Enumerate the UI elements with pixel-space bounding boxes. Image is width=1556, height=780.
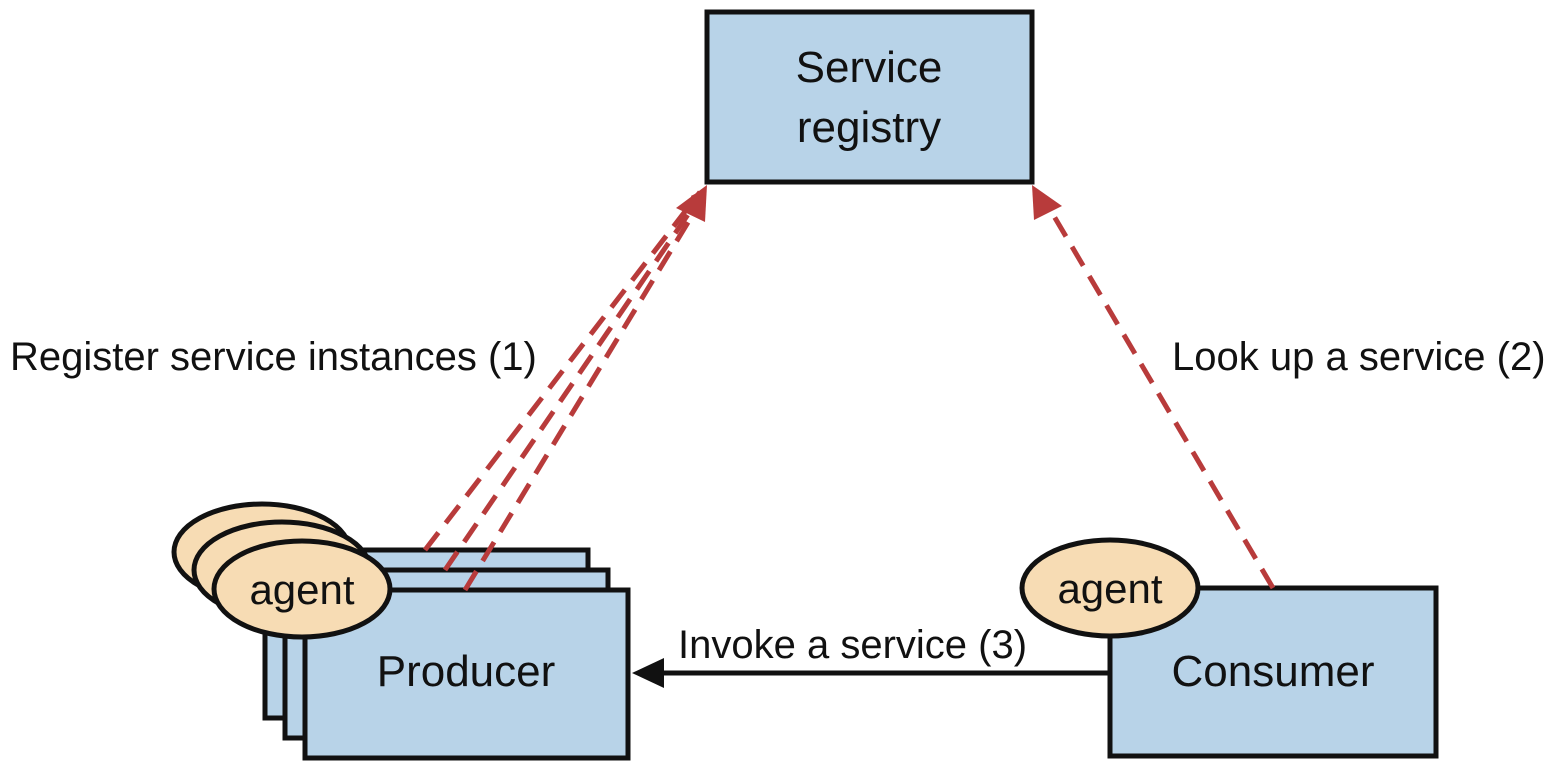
invoke-arrowhead <box>632 658 664 688</box>
invoke-arrow-group <box>632 658 1110 688</box>
register-arrowhead <box>676 185 707 222</box>
register-arrow-1 <box>423 190 702 552</box>
consumer-agent: agent <box>1019 537 1201 639</box>
register-label: Register service instances (1) <box>10 335 537 379</box>
lookup-label: Look up a service (2) <box>1172 335 1546 379</box>
consumer-label: Consumer <box>1172 647 1375 696</box>
consumer-agent-ellipse <box>1019 537 1201 639</box>
lookup-arrow <box>1045 204 1276 590</box>
service-registry-box <box>704 9 1035 185</box>
invoke-label: Invoke a service (3) <box>678 623 1027 667</box>
producer-agent-label: agent <box>249 566 354 613</box>
producer-agent-front <box>211 538 393 640</box>
service-registry-label-line1: Service <box>796 43 943 92</box>
producer-label: Producer <box>377 647 556 696</box>
register-arrow-2 <box>442 192 705 572</box>
producer-agents: agent <box>171 501 393 640</box>
register-arrows <box>423 185 707 592</box>
consumer-agent-label: agent <box>1057 565 1162 612</box>
service-registry-node: Service registry <box>704 9 1035 185</box>
register-arrow-3 <box>462 194 707 592</box>
lookup-arrow-group <box>1032 185 1276 590</box>
service-registry-label-line2: registry <box>797 103 941 152</box>
lookup-arrowhead <box>1032 185 1062 220</box>
